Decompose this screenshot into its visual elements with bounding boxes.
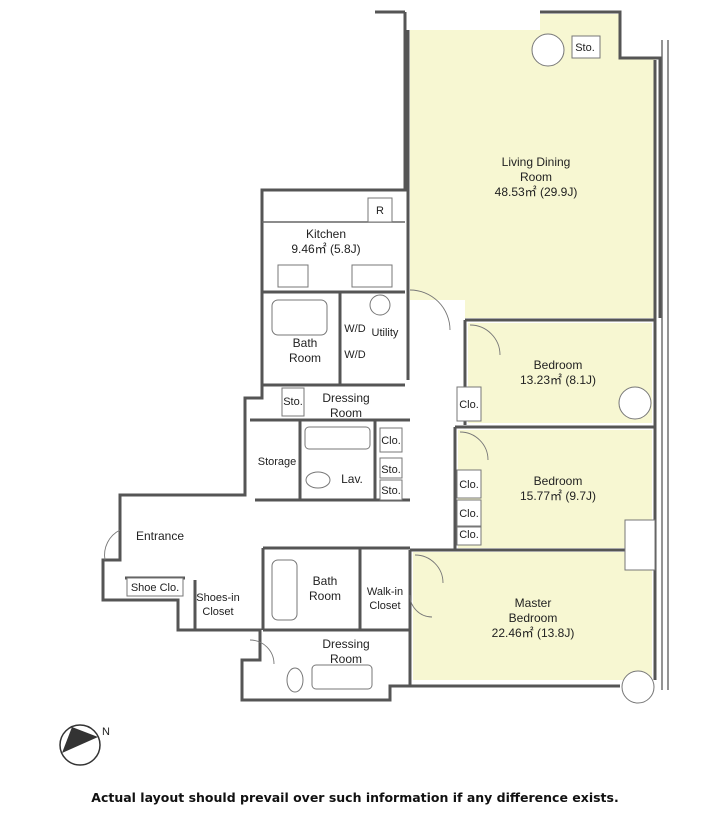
toilet-icon — [369, 294, 391, 316]
sink-icon — [311, 664, 373, 690]
lavatory-label: Lav. — [341, 472, 363, 486]
master-bedroom-name-2: Bedroom — [509, 611, 558, 625]
master-bedroom-area-label: 22.46㎡ (13.8J) — [492, 626, 575, 640]
closet-box — [379, 457, 403, 479]
dressing-room-label-2: Room — [330, 406, 362, 420]
closet-box — [379, 479, 403, 501]
sink-icon — [351, 264, 393, 288]
storage-label-3: Sto. — [381, 485, 401, 497]
bathtub-icon — [271, 559, 298, 621]
walk-in-closet-label: Walk-in — [367, 586, 403, 598]
walls — [101, 10, 669, 702]
door-swing-icon — [414, 554, 444, 584]
bedroom-1-area-label: 13.23㎡ (8.1J) — [520, 373, 596, 387]
door-swing-icon — [469, 324, 501, 356]
bath-room-label-2: Room — [289, 351, 321, 365]
door-swings — [104, 289, 501, 665]
master-bedroom-area — [413, 552, 652, 680]
bedroom-2-area — [458, 430, 652, 548]
kitchen-name: Kitchen — [306, 227, 346, 241]
column-icon — [618, 386, 652, 420]
refrigerator-label: R — [376, 205, 384, 217]
wd-label-1: W/D — [344, 323, 365, 335]
closet-box — [456, 526, 482, 546]
dressing-room-label: Dressing — [322, 391, 369, 405]
living-room-name: Living Dining — [502, 155, 571, 169]
bathtub-icon — [271, 299, 328, 336]
closet-label-2: Clo. — [459, 399, 479, 411]
closet-label-5: Clo. — [459, 529, 479, 541]
closet-box — [281, 387, 305, 417]
living-room-area — [410, 14, 655, 318]
storage-label-mid: Sto. — [283, 396, 303, 408]
door-swing-icon — [409, 594, 433, 618]
column-icon — [531, 33, 565, 67]
wd-label-2: W/D — [344, 349, 365, 361]
door-swing-icon — [104, 529, 121, 561]
storage-room-label: Storage — [258, 456, 297, 468]
highlighted-rooms — [410, 14, 655, 680]
shoe-closet-label: Shoe Clo. — [131, 582, 179, 594]
bath-room-2-label-2: Room — [309, 589, 341, 603]
bedroom-2-name: Bedroom — [534, 474, 583, 488]
bedroom-1-name: Bedroom — [534, 358, 583, 372]
closet-box — [379, 427, 403, 453]
master-bedroom-name: Master — [515, 596, 552, 610]
bedroom-2-area-label: 15.77㎡ (9.7J) — [520, 489, 596, 503]
toilet-icon — [286, 667, 304, 693]
closet-label-3: Clo. — [459, 479, 479, 491]
closet-box — [456, 386, 482, 422]
shoes-in-closet-label: Shoes-in — [196, 592, 239, 604]
column-icon — [621, 670, 655, 704]
living-room-name-2: Room — [520, 170, 552, 184]
dressing-room-2-label: Dressing — [322, 637, 369, 651]
closet-label-4: Clo. — [459, 508, 479, 520]
closet-box — [456, 469, 482, 499]
closet-label-1: Clo. — [381, 435, 401, 447]
sink-icon — [304, 426, 371, 450]
door-swing-icon — [409, 289, 451, 331]
column-icon — [624, 519, 656, 571]
toilet-icon — [305, 471, 331, 489]
storage-label-2: Sto. — [381, 464, 401, 476]
refrigerator-icon — [367, 197, 393, 223]
room-labels: Living Dining Room 48.53㎡ (29.9J) Bedroo… — [131, 42, 596, 666]
closet-box — [456, 499, 482, 527]
compass-icon: N — [59, 724, 110, 766]
bath-room-label: Bath — [293, 336, 318, 350]
bath-room-2-label: Bath — [313, 574, 338, 588]
compass-north-label: N — [102, 726, 110, 738]
entrance-label: Entrance — [136, 529, 184, 543]
door-swing-icon — [249, 639, 275, 665]
disclaimer-text: Actual layout should prevail over such i… — [91, 790, 619, 805]
walk-in-closet-label-2: Closet — [369, 600, 400, 612]
dressing-room-2-label-2: Room — [330, 652, 362, 666]
utility-label: Utility — [372, 327, 399, 339]
closet-box — [126, 577, 184, 597]
door-swing-icon — [459, 431, 489, 461]
closet-box — [571, 35, 601, 59]
shoes-in-closet-label-2: Closet — [202, 606, 233, 618]
fixtures — [126, 33, 656, 704]
living-room-area-label: 48.53㎡ (29.9J) — [495, 185, 578, 199]
storage-label-top: Sto. — [575, 42, 595, 54]
kitchen-area-label: 9.46㎡ (5.8J) — [291, 242, 360, 256]
stove-icon — [277, 264, 309, 288]
